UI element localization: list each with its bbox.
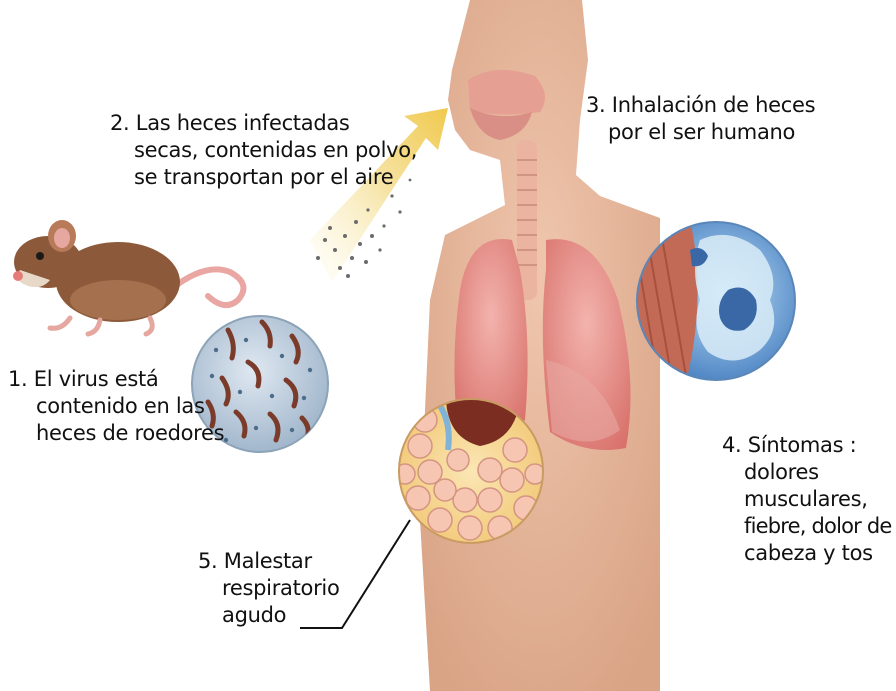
step-2-label: 2. Las heces infectadas secas, contenida… xyxy=(110,110,417,191)
step-3-label: 3. Inhalación de heces por el ser humano xyxy=(586,92,815,146)
step-1-label: 1. El virus está contenido en las heces … xyxy=(8,366,224,447)
rodent-icon xyxy=(13,220,243,334)
step-4-label: 4. Síntomas : dolores musculares, fiebre… xyxy=(722,432,892,567)
step-5-label: 5. Malestar respiratorio agudo xyxy=(198,548,340,629)
